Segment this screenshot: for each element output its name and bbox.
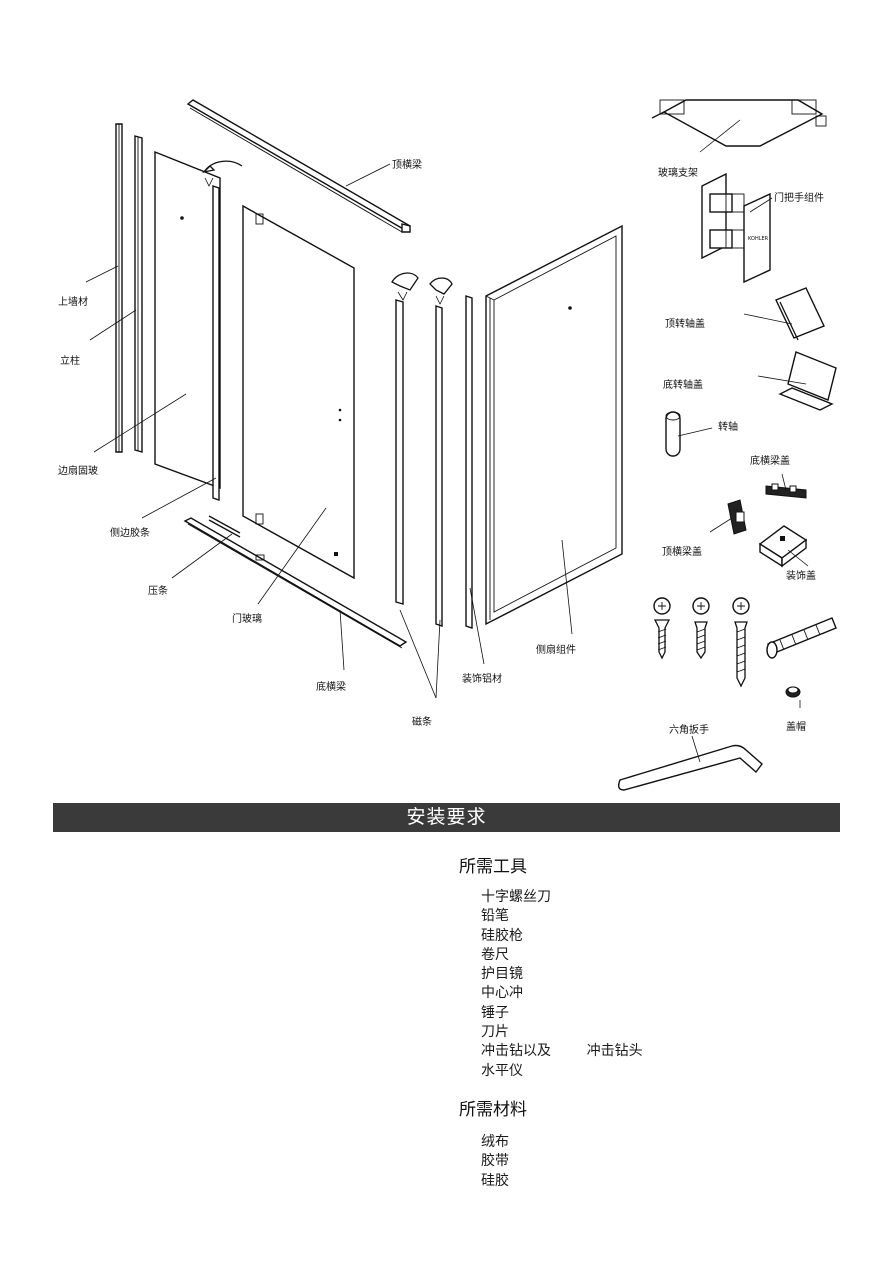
list-item: 水平仪: [481, 1062, 523, 1079]
label-deco-cap: 装饰盖: [786, 569, 816, 582]
materials-heading: 所需材料: [459, 1100, 527, 1120]
list-item: 锤子: [481, 1004, 509, 1021]
list-item: 中心冲: [481, 985, 523, 1002]
exploded-parts-diagram: KOHLER: [58, 99, 837, 791]
glass-bracket-part: [651, 99, 827, 147]
label-magnetic-strip: 磁条: [412, 715, 432, 728]
list-item: 硅胶: [481, 1172, 509, 1189]
deco-aluminum-part: [465, 295, 473, 629]
post-part: [134, 135, 143, 453]
hex-key-part: [617, 744, 763, 791]
list-item: 护目镜: [481, 966, 523, 983]
leader-lines: [85, 119, 809, 763]
label-cap-nut: 盖帽: [786, 720, 806, 733]
label-bottom-pivot-cover: 底转轴盖: [663, 378, 703, 391]
label-wall-profile: 上墙材: [58, 295, 88, 308]
section-title: 安装要求: [406, 806, 487, 828]
label-top-pivot-cover: 顶转轴盖: [665, 317, 705, 330]
section-banner: 安装要求: [53, 803, 840, 832]
side-seal-part: [202, 160, 243, 501]
press-strip-part: [208, 515, 241, 538]
list-item: 硅胶枪: [481, 927, 523, 944]
tools-heading: 所需工具: [459, 857, 527, 877]
part-labels: 顶横梁 玻璃支架 门把手组件 顶转轴盖 底转轴盖 转轴 底横梁盖 顶横梁盖 装饰…: [58, 158, 824, 736]
cap-nut-part: [785, 686, 801, 698]
top-beam-part: [186, 99, 412, 233]
label-bottom-beam-cap: 底横梁盖: [750, 454, 790, 467]
label-door-handle: 门把手组件: [774, 191, 824, 204]
list-item: 刀片: [481, 1024, 509, 1041]
screw-1-part: [653, 597, 671, 660]
label-post: 立柱: [60, 354, 80, 367]
bottom-beam-cap-part: [765, 483, 807, 499]
list-item: 绒布: [481, 1134, 509, 1150]
label-side-seal: 侧边胶条: [110, 526, 150, 539]
list-item: 十字螺丝刀: [481, 889, 551, 905]
list-item: 铅笔: [481, 908, 509, 925]
wall-plug-part: [766, 617, 837, 659]
bottom-pivot-cover-part: [778, 351, 837, 411]
top-beam-cap-part: [727, 499, 747, 535]
label-top-beam-cap: 顶横梁盖: [662, 545, 702, 558]
label-deco-aluminum: 装饰铝材: [462, 672, 502, 685]
screw-3-part: [732, 597, 750, 688]
label-top-beam: 顶横梁: [392, 158, 422, 171]
deco-cap-part: [758, 525, 808, 568]
bottom-beam-part: [183, 517, 408, 649]
side-fixed-glass-part: [154, 150, 221, 490]
label-hex-key: 六角扳手: [669, 723, 709, 736]
top-pivot-cover-part: [775, 287, 825, 341]
label-press-strip: 压条: [148, 584, 168, 597]
magnetic-strip-part: [391, 272, 453, 627]
screw-2-part: [692, 597, 710, 660]
materials-list: 绒布 胶带 硅胶: [481, 1133, 509, 1191]
list-item: 卷尺: [481, 946, 509, 963]
door-glass-part: [242, 204, 355, 580]
tools-list: 十字螺丝刀 铅笔 硅胶枪 卷尺 护目镜 中心冲 锤子 刀片 冲击钻以及 冲击钻头…: [481, 888, 643, 1081]
label-side-fixed-glass: 边扇固玻: [58, 464, 98, 477]
list-item: 胶带: [481, 1153, 509, 1170]
label-side-panel: 侧扇组件: [536, 643, 576, 656]
list-item: 冲击钻以及 冲击钻头: [481, 1043, 643, 1060]
wall-profile-part: [115, 123, 123, 453]
side-panel-part: [485, 224, 623, 626]
label-bottom-beam: 底横梁: [316, 680, 346, 693]
pivot-part: [665, 411, 681, 457]
label-pivot: 转轴: [718, 420, 738, 433]
label-glass-bracket: 玻璃支架: [658, 166, 698, 179]
door-handle-part: KOHLER: [701, 172, 771, 284]
label-door-glass: 门玻璃: [232, 612, 262, 625]
svg-text:KOHLER: KOHLER: [748, 236, 769, 242]
